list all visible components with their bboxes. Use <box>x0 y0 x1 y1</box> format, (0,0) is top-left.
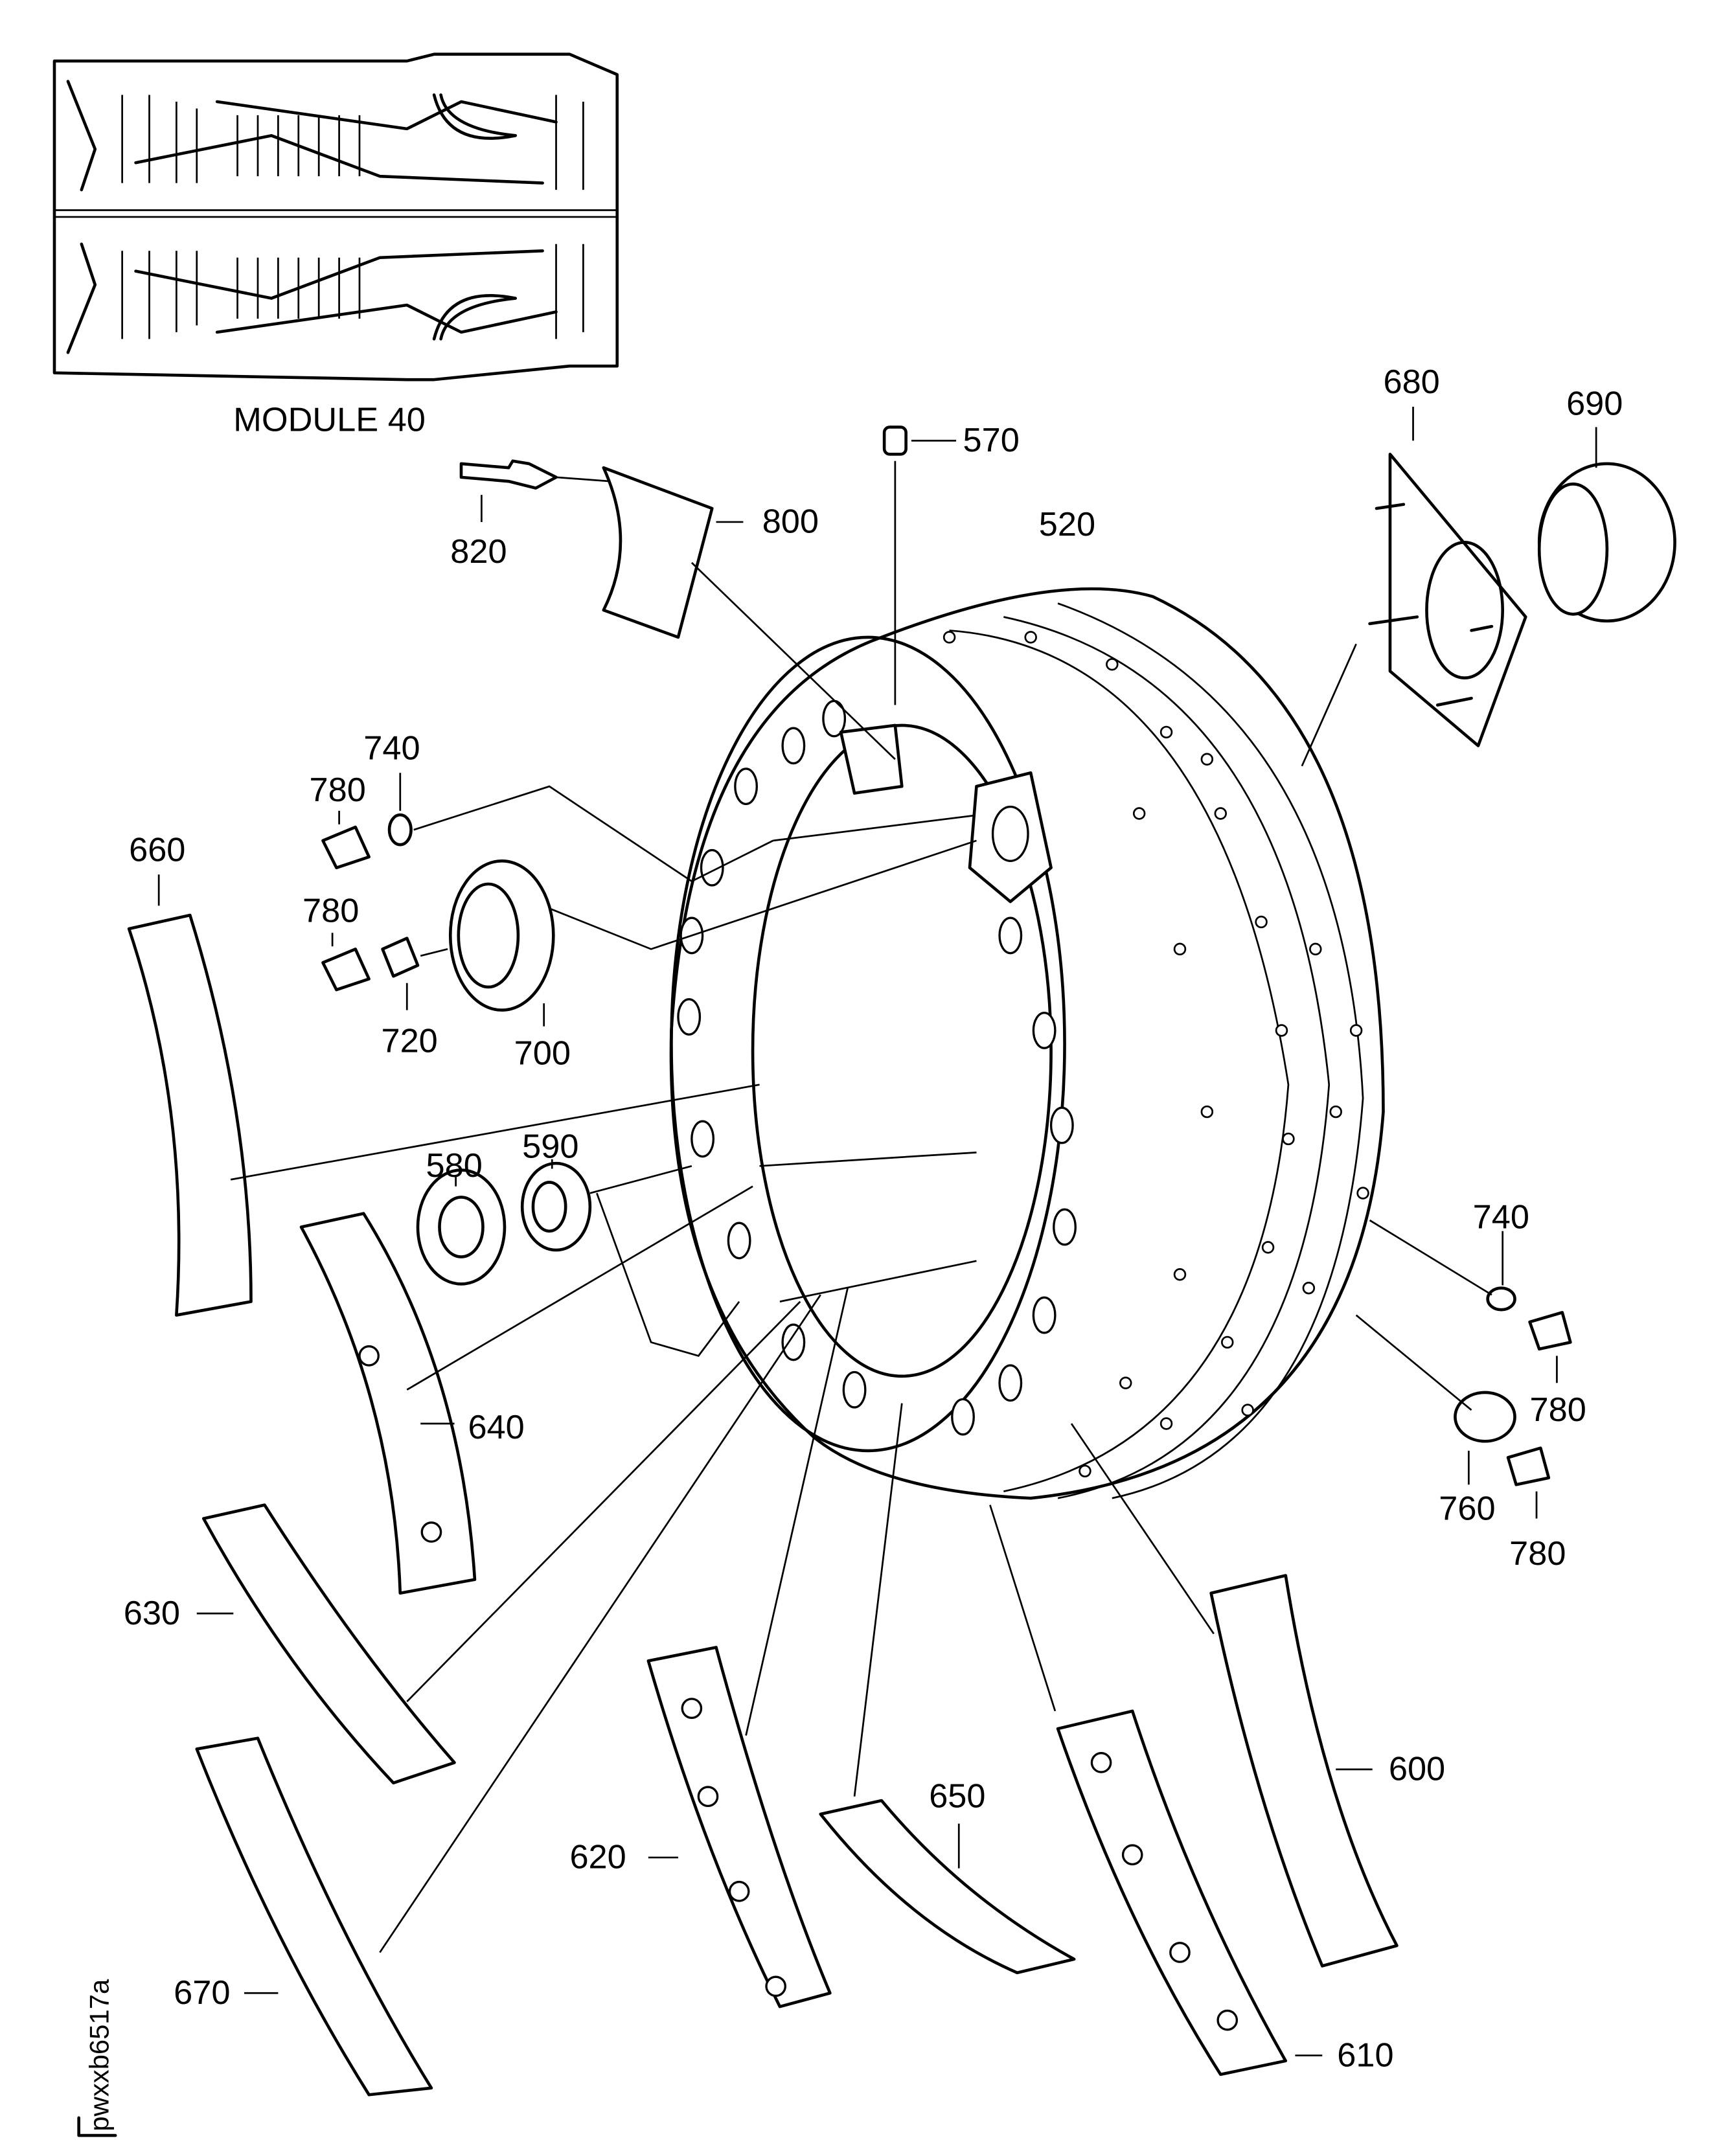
part-780-nut-2 <box>321 933 371 992</box>
engine-cross-section-inset <box>52 52 619 381</box>
figure-id: pwxxb6517a <box>84 1979 115 2132</box>
callout-650: 650 <box>929 1777 985 1815</box>
callout-820: 820 <box>450 533 507 571</box>
segment-610 <box>989 1505 1323 2076</box>
callout-630: 630 <box>124 1595 180 1632</box>
callout-660: 660 <box>129 831 185 869</box>
ring-bolt-holes <box>677 699 1077 1436</box>
segment-630 <box>196 1301 801 1785</box>
callout-800: 800 <box>762 503 819 541</box>
part-690-coupling <box>1537 427 1676 623</box>
figure-id-bracket <box>77 2116 117 2137</box>
callout-610: 610 <box>1337 2036 1393 2074</box>
part-780-nut <box>321 810 371 870</box>
callout-680: 680 <box>1383 363 1439 401</box>
ring-surface-bosses <box>942 631 1369 1478</box>
callout-740: 740 <box>1473 1199 1529 1236</box>
callout-590: 590 <box>522 1128 578 1166</box>
lug <box>839 723 904 795</box>
segment-620 <box>646 1288 849 2008</box>
part-760-plate <box>1355 1314 1516 1485</box>
module-label: MODULE 40 <box>233 402 426 439</box>
segment-600 <box>1070 1423 1399 1968</box>
part-680-plate <box>1301 407 1527 767</box>
part-580-washer <box>416 1168 507 1286</box>
callout-600: 600 <box>1389 1751 1445 1788</box>
part-780-nut-right <box>1528 1311 1572 1383</box>
callout-780: 780 <box>1530 1391 1586 1429</box>
callout-570: 570 <box>963 422 1020 459</box>
callout-670: 670 <box>174 1974 230 2012</box>
part-720-sleeve <box>381 937 448 1010</box>
part-700-fitting <box>448 839 977 1027</box>
callout-520: 520 <box>1039 506 1095 543</box>
callout-700: 700 <box>514 1034 571 1072</box>
part-820-bolt <box>459 459 611 522</box>
segment-670 <box>195 1294 821 2097</box>
part-740-washer <box>387 773 774 883</box>
ring-assembly-520 <box>669 587 1385 1500</box>
callout-780: 780 <box>303 892 359 929</box>
callout-720: 720 <box>381 1022 437 1060</box>
callout-580: 580 <box>426 1147 483 1185</box>
part-570-plug <box>882 426 957 705</box>
callout-620: 620 <box>569 1839 626 1876</box>
segment-640 <box>299 1185 753 1595</box>
callout-640: 640 <box>468 1409 524 1446</box>
callout-760: 760 <box>1439 1490 1495 1528</box>
part-590-bushing <box>520 1159 740 1357</box>
callout-740: 740 <box>363 729 420 767</box>
segment-650 <box>819 1403 1076 1975</box>
part-800-shim <box>602 466 896 760</box>
segment-660 <box>127 874 760 1317</box>
callout-780: 780 <box>1509 1535 1566 1573</box>
part-780-nut-lower <box>1506 1446 1551 1519</box>
callout-labels: 570 680 690 520 800 820 740 780 660 780 … <box>124 363 1623 2074</box>
part-740-washer-right <box>1369 1219 1516 1312</box>
callout-690: 690 <box>1566 385 1623 423</box>
callout-780: 780 <box>310 771 366 809</box>
